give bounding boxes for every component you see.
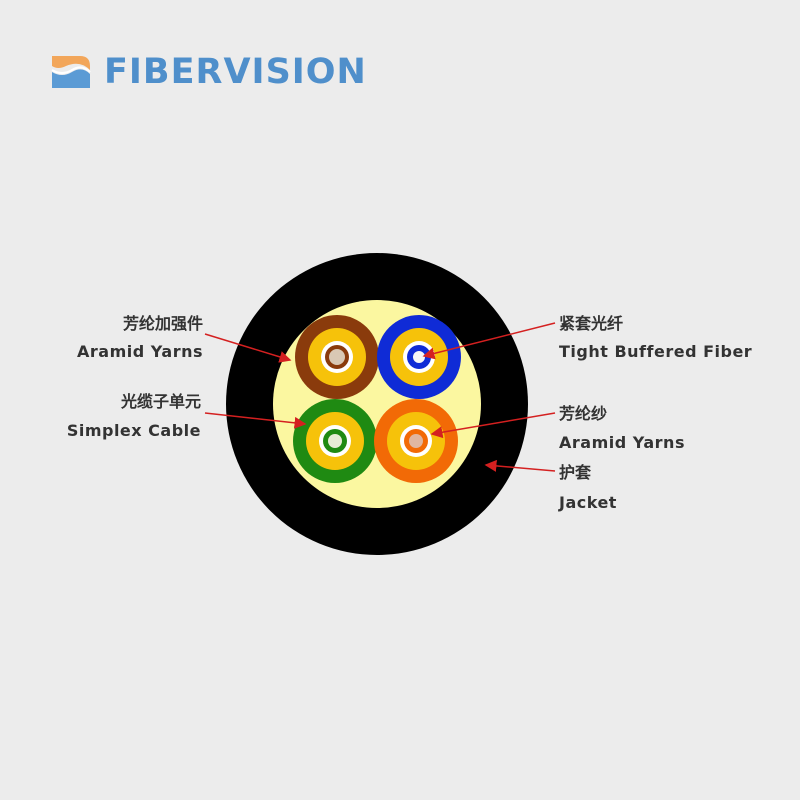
arrow-simplex-cable [204, 412, 307, 429]
label-simplex-cable-zh: 光缆子单元 [120, 392, 201, 411]
label-tight-buffered-zh: 紧套光纤 [559, 314, 624, 333]
simplex-unit-green [293, 399, 377, 483]
simplex-unit-brown [295, 315, 379, 399]
label-aramid-en-right: Aramid Yarns [559, 433, 685, 452]
label-aramid-zh-right: 芳纶纱 [559, 404, 608, 423]
label-aramid-yarns-en: Aramid Yarns [77, 342, 203, 361]
label-jacket-zh: 护套 [559, 463, 592, 482]
label-aramid-yarns-zh: 芳纶加强件 [122, 314, 203, 333]
fibervision-logo [51, 56, 91, 88]
simplex-unit-orange [374, 399, 458, 483]
logo-mark-icon [51, 56, 91, 88]
simplex-unit-blue [377, 315, 461, 399]
arrow-aramid-yarns-right [430, 412, 556, 439]
arrow-tight-buffered-fiber [422, 322, 556, 360]
label-simplex-cable-en: Simplex Cable [66, 421, 201, 440]
arrow-jacket [484, 459, 556, 472]
label-jacket-en: Jacket [559, 493, 617, 512]
arrow-aramid-yarns-left [204, 333, 292, 363]
label-tight-buffered-en: Tight Buffered Fiber [559, 342, 753, 361]
brand-name: FIBERVISION [104, 52, 367, 92]
